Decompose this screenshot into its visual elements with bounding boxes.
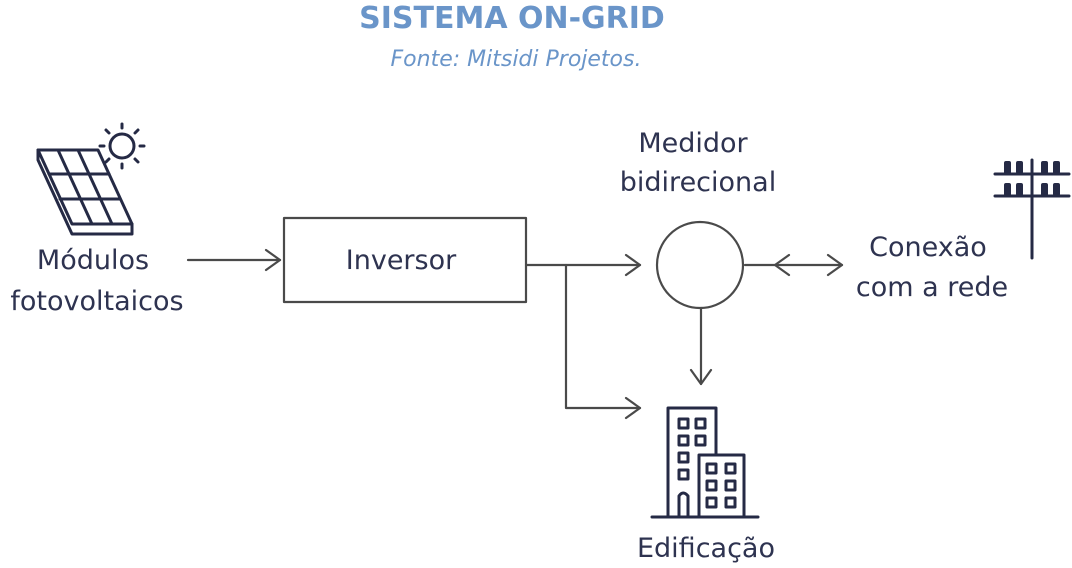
grid-label-line1: Conexão bbox=[869, 232, 987, 263]
utility-pole-icon bbox=[993, 158, 1071, 260]
building-icon bbox=[650, 406, 760, 519]
grid-label-line2: com a rede bbox=[856, 272, 1008, 303]
solar-panel-icon bbox=[36, 148, 134, 236]
sun-icon bbox=[98, 122, 146, 170]
meter-label-line2: bidirecional bbox=[620, 167, 776, 198]
inverter-box bbox=[282, 216, 528, 304]
diagram-title: SISTEMA ON-GRID bbox=[359, 1, 665, 36]
inverter-node: Inversor bbox=[282, 216, 528, 304]
building-label: Edificação bbox=[637, 533, 775, 564]
diagram-subtitle: Fonte: Mitsidi Projetos. bbox=[391, 47, 642, 72]
arrow-inverter-to-meter bbox=[524, 253, 642, 277]
meter-circle bbox=[655, 220, 745, 310]
modules-label-line1: Módulos bbox=[37, 245, 149, 276]
modules-label-line2: fotovoltaicos bbox=[10, 286, 183, 317]
meter-label-line1: Medidor bbox=[638, 128, 748, 159]
arrow-meter-to-building bbox=[689, 306, 713, 386]
arrow-meter-grid-bidirectional bbox=[743, 253, 844, 277]
inverter-label: Inversor bbox=[346, 245, 457, 276]
arrow-inverter-to-building bbox=[564, 263, 642, 420]
arrow-modules-to-inverter bbox=[186, 248, 282, 272]
